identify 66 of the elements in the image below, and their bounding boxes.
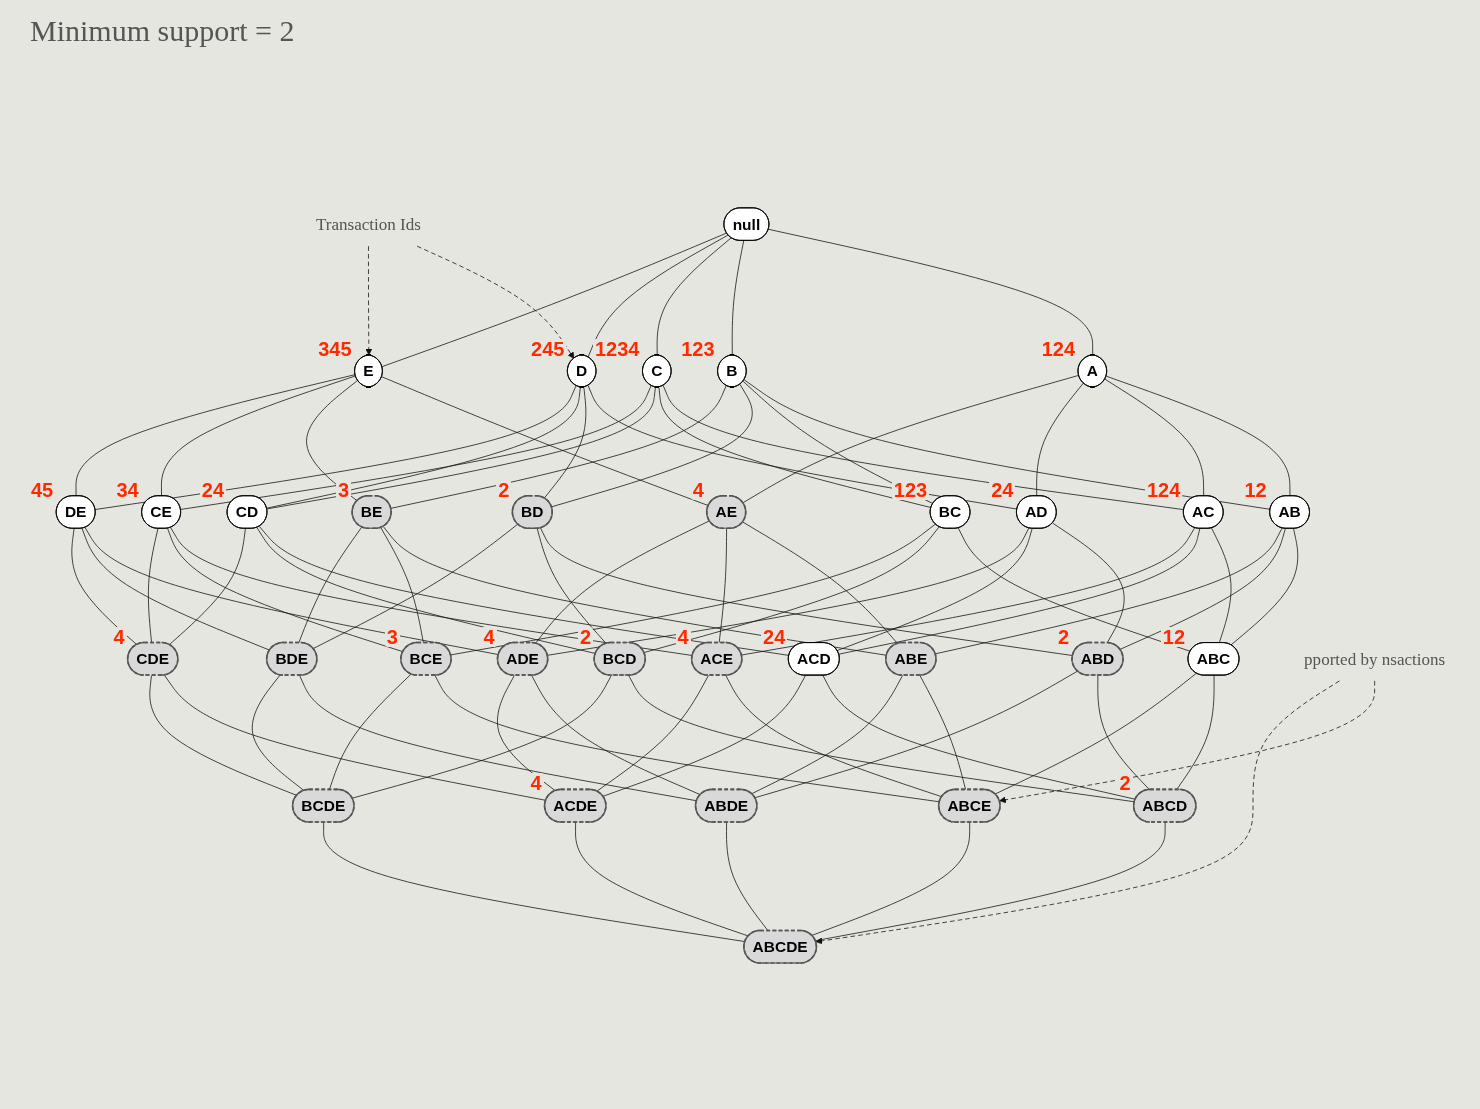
connector xyxy=(602,675,806,797)
transaction-ids: 245 xyxy=(529,338,567,359)
transaction-ids: 1234 xyxy=(593,338,642,359)
transaction-ids: 4 xyxy=(481,626,497,647)
connector xyxy=(323,821,746,942)
connector xyxy=(551,384,753,508)
connector xyxy=(543,387,587,499)
connector xyxy=(535,520,710,644)
connector xyxy=(390,385,727,509)
connector xyxy=(726,821,769,932)
connector xyxy=(1176,675,1215,791)
connector xyxy=(180,385,652,510)
node-text: pported by nsactions xyxy=(1304,649,1446,669)
connector xyxy=(754,670,1078,799)
connector xyxy=(434,675,940,803)
transaction-ids: 4 xyxy=(111,626,127,647)
connector xyxy=(742,374,1080,504)
connector xyxy=(731,240,745,356)
connector xyxy=(94,385,577,510)
note-text: Minimum support = 2 xyxy=(30,14,295,48)
connector xyxy=(815,821,1166,942)
connector xyxy=(75,374,356,497)
connector xyxy=(168,528,246,646)
connector xyxy=(536,528,607,644)
connector xyxy=(811,821,971,936)
connector xyxy=(1052,522,1125,644)
connector xyxy=(838,528,1201,655)
connector xyxy=(266,387,581,509)
connector xyxy=(919,675,967,791)
connector xyxy=(1036,382,1084,497)
connector xyxy=(741,527,1196,656)
connector xyxy=(751,675,903,795)
connector xyxy=(251,674,305,792)
connector xyxy=(935,527,1283,655)
transaction-ids: 2 xyxy=(578,626,594,647)
connector xyxy=(718,528,727,644)
transaction-ids: 2 xyxy=(496,479,512,500)
connector xyxy=(1104,378,1205,497)
connector xyxy=(167,528,404,653)
connector xyxy=(957,527,1191,652)
transaction-ids: 3 xyxy=(336,479,352,500)
connector xyxy=(299,675,698,802)
connector xyxy=(1105,375,1291,497)
connector xyxy=(351,675,612,799)
connector xyxy=(381,232,728,368)
connector xyxy=(266,387,656,510)
connector xyxy=(575,821,749,937)
connector xyxy=(148,528,159,644)
connector xyxy=(380,527,424,644)
connector xyxy=(450,523,936,656)
connector xyxy=(1211,527,1232,644)
connector xyxy=(328,673,412,791)
connector xyxy=(298,526,363,644)
connector xyxy=(531,675,701,796)
connector xyxy=(161,375,356,497)
node-text: Transaction Ids xyxy=(315,214,421,234)
connector xyxy=(768,228,1094,356)
transaction-ids: 24 xyxy=(989,479,1016,500)
connector xyxy=(596,675,709,792)
connector xyxy=(1230,528,1299,646)
connector xyxy=(643,526,940,653)
transaction-ids: 123 xyxy=(891,479,930,500)
connector xyxy=(1097,675,1151,791)
transaction-ids: 12 xyxy=(1160,626,1187,647)
connector xyxy=(836,528,1033,651)
connector xyxy=(656,237,732,356)
